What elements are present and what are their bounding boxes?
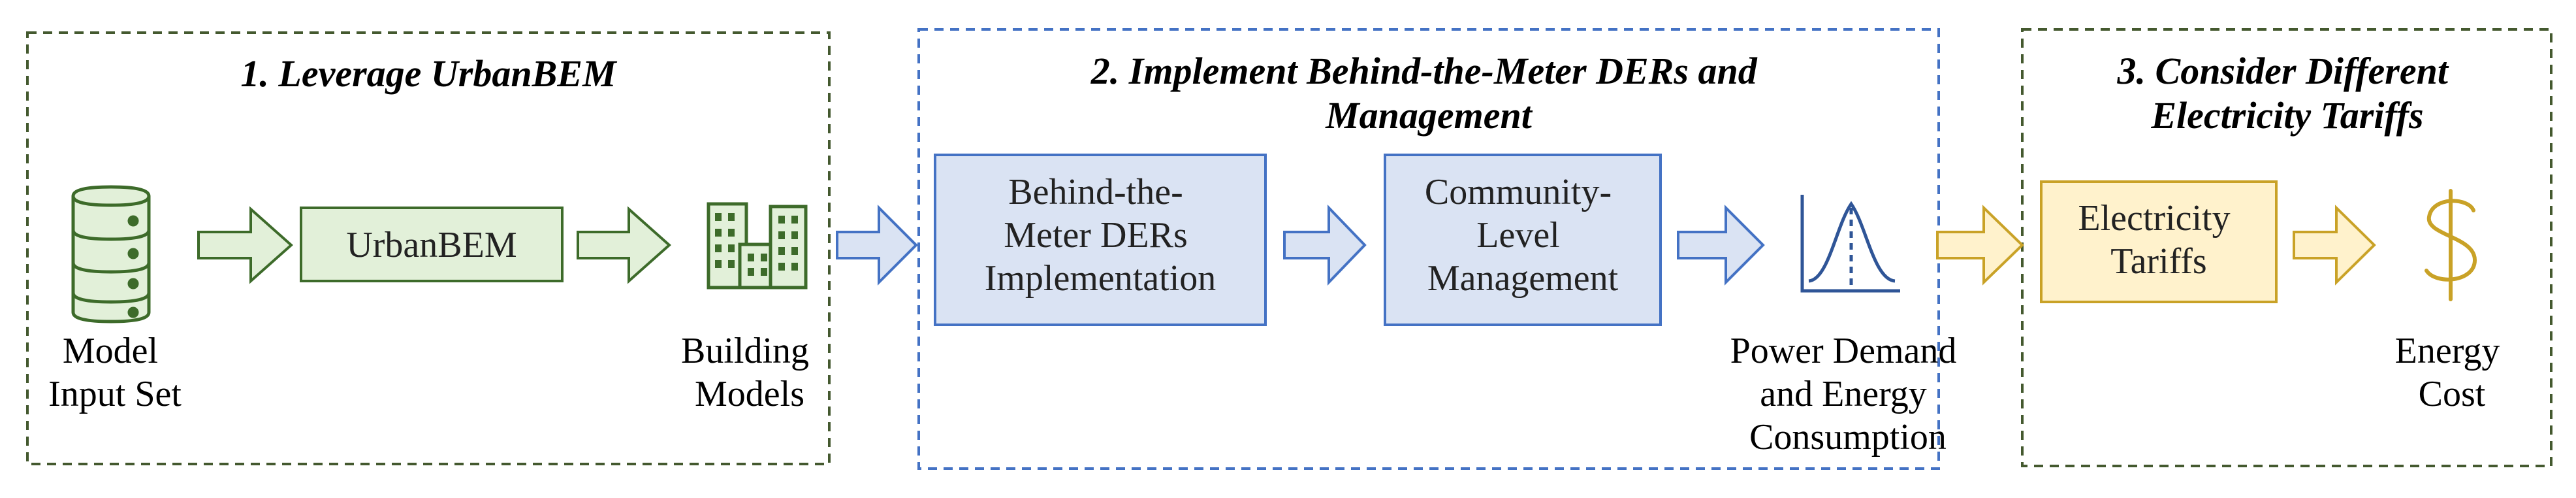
arrow-input-to-urbanbem — [197, 206, 294, 284]
section-frame-tariffs — [2021, 28, 2552, 467]
der-implementation-box — [934, 154, 1267, 326]
electricity-tariffs-box — [2040, 180, 2278, 303]
section-frame-leverage — [26, 31, 831, 465]
dollar-icon — [2425, 189, 2477, 301]
community-management-box-label: Community- Level Management — [1425, 172, 1621, 299]
label-power-demand: Power Demand and Energy Consumption — [1730, 331, 1966, 457]
label-model-input-set: Model Input Set — [48, 331, 182, 414]
section-title-leverage: 1. Leverage UrbanBEM — [240, 52, 618, 95]
community-management-box — [1384, 154, 1662, 326]
buildings-icon — [707, 202, 808, 290]
bell-curve-icon — [1800, 195, 1900, 293]
der-implementation-box-label: Behind-the- Meter DERs Implementation — [985, 172, 1216, 299]
label-building-models: Building Models — [681, 331, 818, 414]
arrow-tariffs-to-cost — [2293, 205, 2376, 286]
label-energy-cost: Energy Cost — [2395, 331, 2509, 414]
urbanbem-box-label: UrbanBEM — [346, 225, 517, 265]
arrow-community-to-demand — [1677, 205, 1765, 286]
arrow-buildings-to-der — [836, 205, 918, 286]
electricity-tariffs-box-label: Electricity Tariffs — [2078, 198, 2239, 282]
arrow-urbanbem-to-buildings — [577, 206, 672, 284]
section-title-tariffs: 3. Consider Different Electricity Tariff… — [2117, 50, 2458, 137]
section-title-implement: 2. Implement Behind-the-Meter DERs and M… — [1090, 50, 1766, 137]
database-icon — [71, 185, 151, 324]
arrow-demand-to-tariffs — [1936, 205, 2024, 286]
arrow-der-to-community — [1283, 205, 1367, 286]
urbanbem-box — [300, 207, 564, 282]
